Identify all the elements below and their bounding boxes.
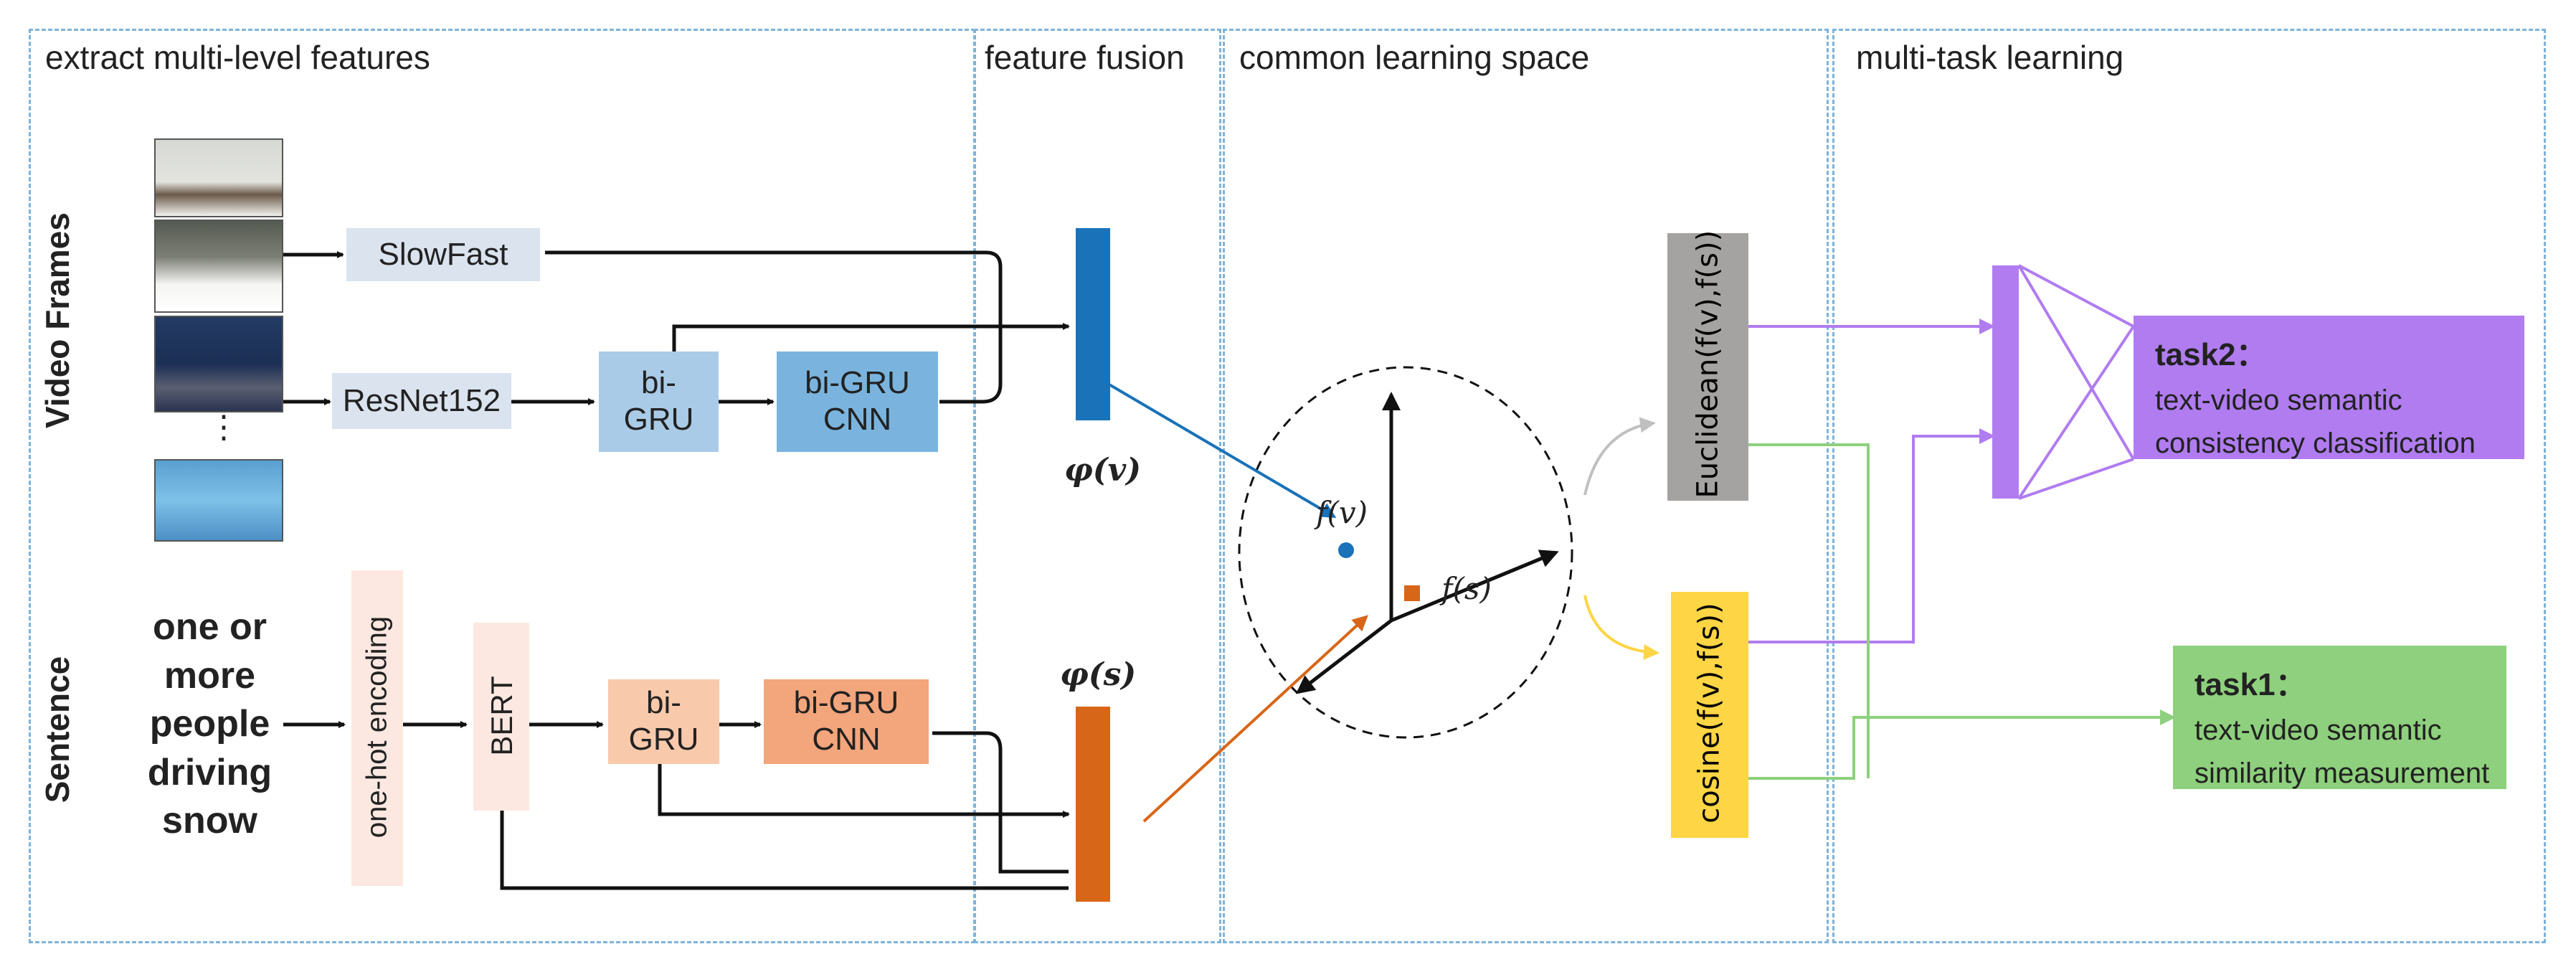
wire-sgru-fusion [658, 764, 1070, 818]
task1-title: task1： [2194, 667, 2307, 702]
fv-label: f(v) [1316, 495, 1368, 530]
task1-box: task1： text-video semantic similarity me… [2173, 646, 2506, 789]
wire-scnn-fusion [932, 731, 1069, 874]
task1-desc: text-video semantic similarity measureme… [2194, 714, 2490, 789]
bert-label: BERT [485, 676, 518, 756]
video-frame-3 [154, 316, 283, 412]
sentence-text: one or more people driving snow [147, 606, 273, 842]
arrow-phis-space [1142, 615, 1368, 823]
panel-title-extract: extract multi-level features [45, 39, 430, 76]
wire-euclid-green [1748, 443, 1870, 778]
arrow-space-euclidean [1583, 417, 1656, 496]
fc-line-4 [2018, 458, 2134, 500]
arrow-space-cosine [1583, 595, 1659, 660]
task2-title: task2： [2155, 337, 2268, 372]
fc-bar [1992, 265, 2019, 499]
sentence-fusion-bar [1076, 707, 1110, 902]
task2-box: task2： text-video semantic consistency c… [2134, 316, 2524, 459]
onehot-label: one-hot encoding [361, 615, 393, 839]
ellipsis-icon: ⋮ [208, 409, 240, 445]
cosine-label: cosine(f(v),f(s)) [1692, 603, 1726, 824]
panel-fusion: feature fusion [974, 29, 1221, 943]
task2-desc: text-video semantic consistency classifi… [2155, 385, 2476, 459]
fv-point [1338, 542, 1354, 558]
panel-multitask: multi-task learning [1832, 29, 2546, 943]
panel-common: common learning space [1223, 29, 1829, 943]
fc-line-3 [2017, 325, 2135, 500]
fc-line-1 [2018, 264, 2134, 328]
fs-point [1404, 585, 1420, 601]
wire-bert-fusion [500, 811, 1069, 890]
slowfast-box: SlowFast [346, 228, 540, 281]
panel-title-multitask: multi-task learning [1856, 39, 2124, 76]
cosine-box: cosine(f(v),f(s)) [1671, 592, 1748, 838]
phi-s-label: φ(s) [1060, 656, 1137, 693]
panel-title-common: common learning space [1239, 39, 1590, 76]
video-frame-4 [154, 459, 283, 542]
phi-v-label: φ(v) [1064, 452, 1142, 489]
video-frame-1 [154, 138, 283, 217]
sentence-bigru-cnn-box: bi-GRU CNN [764, 679, 929, 764]
sentence-label: Sentence [39, 656, 76, 803]
video-frames-label: Video Frames [39, 212, 76, 428]
video-frame-2 [154, 220, 283, 313]
axis-horizontal [1391, 549, 1559, 623]
euclidean-label: Euclidean(f(v),f(s)) [1691, 230, 1725, 499]
video-fusion-bar [1076, 228, 1110, 420]
embedding-space-circle [1238, 366, 1573, 739]
video-bigru-cnn-box: bi-GRU CNN [777, 352, 938, 452]
wire-bigru-fusion [672, 323, 1070, 359]
video-bigru-box: bi- GRU [599, 352, 719, 452]
arrow-to-task1 [1748, 709, 2176, 780]
fs-label: f(s) [1441, 571, 1492, 606]
onehot-box: one-hot encoding [351, 570, 403, 886]
bert-box: BERT [473, 623, 529, 811]
arrow-phiv-space [1107, 382, 1337, 519]
panel-title-fusion: feature fusion [985, 39, 1185, 76]
euclidean-box: Euclidean(f(v),f(s)) [1667, 230, 1748, 501]
resnet-box: ResNet152 [332, 373, 511, 429]
sentence-bigru-box: bi- GRU [608, 679, 719, 764]
arrow-cosine-fc [1748, 428, 1995, 643]
axis-depth [1295, 619, 1393, 694]
fc-line-2 [2017, 264, 2135, 461]
